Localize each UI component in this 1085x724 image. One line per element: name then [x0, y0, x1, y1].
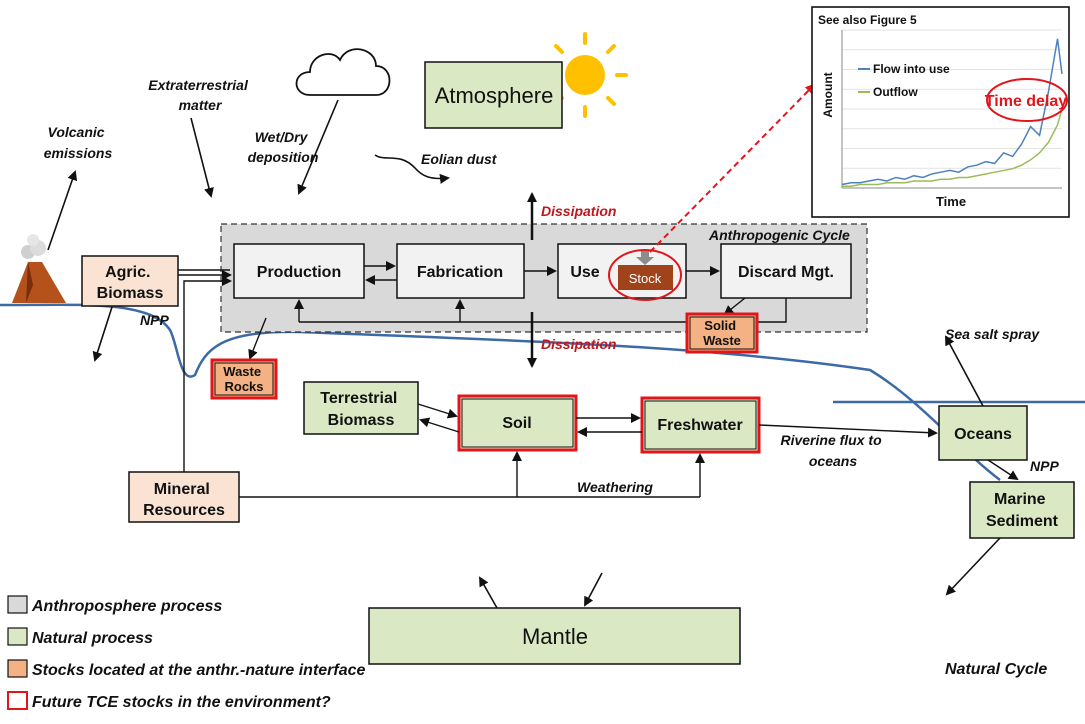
legend-label-interface: Stocks located at the anthr.-nature inte… [32, 662, 366, 679]
mantle-down-arrow [584, 572, 603, 607]
solid-waste-inner-border [689, 316, 755, 350]
sediment-down-arrow [945, 537, 1001, 596]
inset-xlabel: Time [936, 194, 966, 209]
volcano-icon [12, 234, 66, 303]
time-delay-ellipse [986, 78, 1068, 122]
extraterrestrial-label: Extraterrestrial matter [148, 77, 252, 113]
oceans-label: Oceans [954, 426, 1012, 443]
legend-swatch-anthro [7, 595, 28, 614]
time-delay-label: Time delay [985, 93, 1068, 110]
legend: Anthroposphere process Natural process S… [7, 595, 366, 711]
soil-box [457, 394, 578, 452]
waste-rocks-inner-border [214, 362, 274, 396]
legend-swatch-interface [7, 659, 28, 678]
terrestrial-biomass-label: Terrestrial Biomass [320, 390, 402, 429]
solid-waste-label: Solid Waste [703, 318, 741, 348]
stock-arrow-icon [636, 250, 654, 265]
natural-cycle-label: Natural Cycle [945, 661, 1047, 678]
soil-label: Soil [502, 415, 531, 432]
dissipation-top-label: Dissipation [541, 203, 616, 219]
freshwater-inner-border [644, 400, 757, 450]
production-label: Production [257, 264, 341, 281]
inset-header: See also Figure 5 [818, 13, 917, 27]
waste-rocks-box [210, 358, 278, 400]
freshwater-label: Freshwater [657, 417, 742, 434]
weathering-label: Weathering [577, 479, 653, 495]
soil-inner-border [461, 398, 574, 448]
riverine-arrow [758, 424, 938, 438]
terrestrial-biomass-box [303, 381, 419, 435]
soil-to-biomass-arrow [419, 417, 460, 433]
marine-sediment-box [969, 481, 1075, 539]
inset-ylabel: Amount [821, 72, 835, 117]
deposition-arrow [297, 99, 339, 195]
legend-swatch-future [7, 691, 28, 710]
npp-land-label: NPP [140, 312, 169, 328]
recycling-loop-line [299, 298, 787, 323]
wet-dry-label: Wet/Dry deposition [248, 129, 319, 165]
atmosphere-box [424, 61, 563, 129]
fabrication-box [396, 243, 525, 299]
sea-salt-label: Sea salt spray [945, 326, 1040, 342]
mantle-label: Mantle [522, 624, 588, 649]
anthropogenic-cycle-label: Anthropogenic Cycle [708, 227, 850, 243]
inset-grid [841, 29, 1062, 189]
mantle-box [368, 607, 741, 665]
inset-series-line-outflow [842, 108, 1063, 187]
discard-mgt-label: Discard Mgt. [738, 264, 834, 281]
inset-series-line-flow-into-use [841, 38, 1063, 186]
fabrication-label: Fabrication [417, 264, 503, 281]
stock-highlight-ellipse [608, 249, 682, 301]
mineral-resources-box [128, 471, 240, 523]
oceans-to-sediment-arrow [987, 459, 1019, 481]
stock-box [618, 265, 673, 290]
legend-label-future: Future TCE stocks in the environment? [32, 694, 331, 711]
biomass-to-soil-arrow [417, 403, 458, 419]
legend-label-natural: Natural process [32, 630, 153, 647]
production-box [233, 243, 365, 299]
legend-label-anthro: Anthroposphere process [31, 598, 222, 615]
inset-legend-outflow: Outflow [873, 85, 918, 99]
waste-rocks-label: Waste Rocks [223, 364, 264, 394]
stock-label: Stock [629, 271, 662, 286]
eolian-arrow [374, 154, 450, 184]
riverine-label: Riverine flux to oceans [780, 432, 885, 469]
volcanic-label: Volcanic emissions [44, 124, 113, 161]
inset-legend-flow: Flow into use [873, 62, 950, 76]
biomass-down-arrow [92, 306, 113, 362]
cloud-icon [295, 48, 391, 96]
solid-waste-box [685, 312, 759, 354]
legend-swatch-natural [7, 627, 28, 646]
agric-biomass-label: Agric. Biomass [97, 264, 164, 302]
discard-mgt-box [720, 243, 852, 299]
use-label: Use [570, 264, 599, 281]
eolian-label: Eolian dust [421, 151, 498, 167]
inset-legend: Flow into use Outflow [858, 62, 950, 99]
mantle-up-left-arrow [479, 576, 498, 609]
dissipation-bottom-label: Dissipation [541, 336, 616, 352]
discard-to-solid-waste-arrow [723, 297, 746, 316]
production-to-waste-rocks-arrow [248, 317, 267, 360]
inset-chart: See also Figure 5 Amount Time Flow into … [811, 6, 1070, 218]
volcanic-arrow [47, 170, 78, 251]
freshwater-box [640, 396, 761, 454]
mineral-resources-label: Mineral Resources [143, 481, 225, 519]
inset-series [841, 38, 1063, 187]
stock-to-inset-link [649, 83, 816, 253]
atmosphere-label: Atmosphere [435, 83, 554, 108]
marine-sediment-label: Marine Sediment [986, 491, 1059, 530]
sea-salt-arrow [945, 335, 984, 407]
extraterrestrial-arrow [190, 117, 214, 198]
agric-biomass-box [81, 255, 179, 307]
mineral-to-production-line [183, 276, 232, 472]
npp-ocean-label: NPP [1030, 458, 1059, 474]
